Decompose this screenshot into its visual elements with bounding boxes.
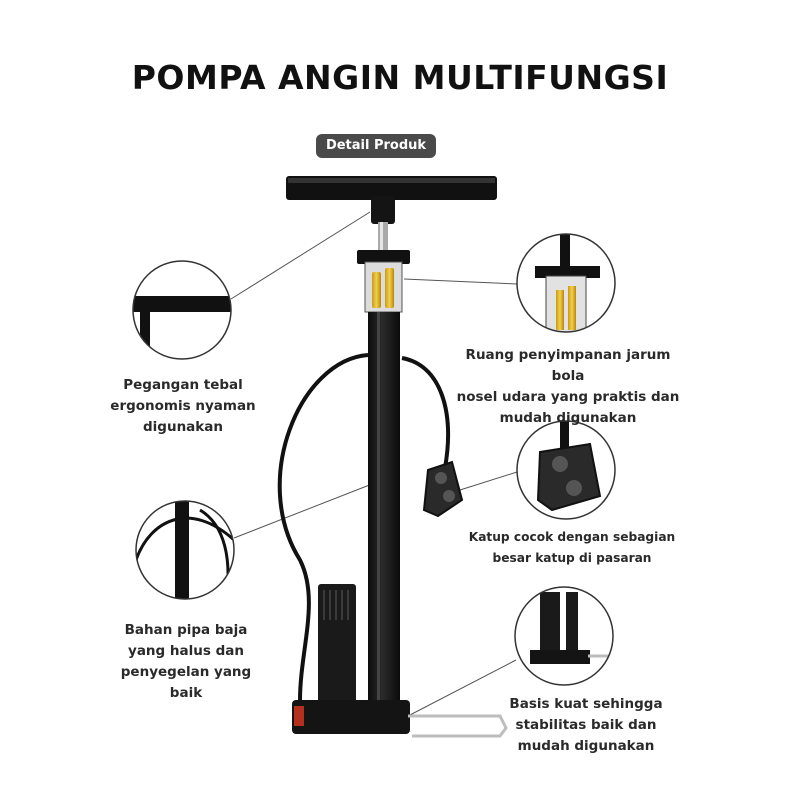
caption-storage: Ruang penyimpanan jarum bola nosel udara… xyxy=(456,347,680,426)
detail-circle-handle xyxy=(132,260,232,360)
detail-circle-pipe xyxy=(135,500,235,600)
caption-base: Basis kuat sehingga stabilitas baik dan … xyxy=(509,696,663,754)
caption-handle: Pegangan tebal ergonomis nyaman digunaka… xyxy=(110,377,256,435)
caption-valve: Katup cocok dengan sebagian besar katup … xyxy=(468,530,676,565)
leader-lines xyxy=(230,211,518,717)
detail-badge: Detail Produk xyxy=(316,134,436,158)
page-title: POMPA ANGIN MULTIFUNGSI xyxy=(131,58,669,97)
pump-tube xyxy=(357,250,410,714)
pump-base xyxy=(292,700,508,738)
pump-handle xyxy=(286,176,497,252)
caption-pipe: Bahan pipa baja yang halus dan penyegela… xyxy=(120,622,252,701)
detail-circle-valve xyxy=(516,420,616,520)
valve-head xyxy=(422,460,464,518)
pressure-cylinder xyxy=(318,584,356,714)
detail-circle-base xyxy=(514,586,614,686)
detail-circle-storage xyxy=(516,233,616,333)
